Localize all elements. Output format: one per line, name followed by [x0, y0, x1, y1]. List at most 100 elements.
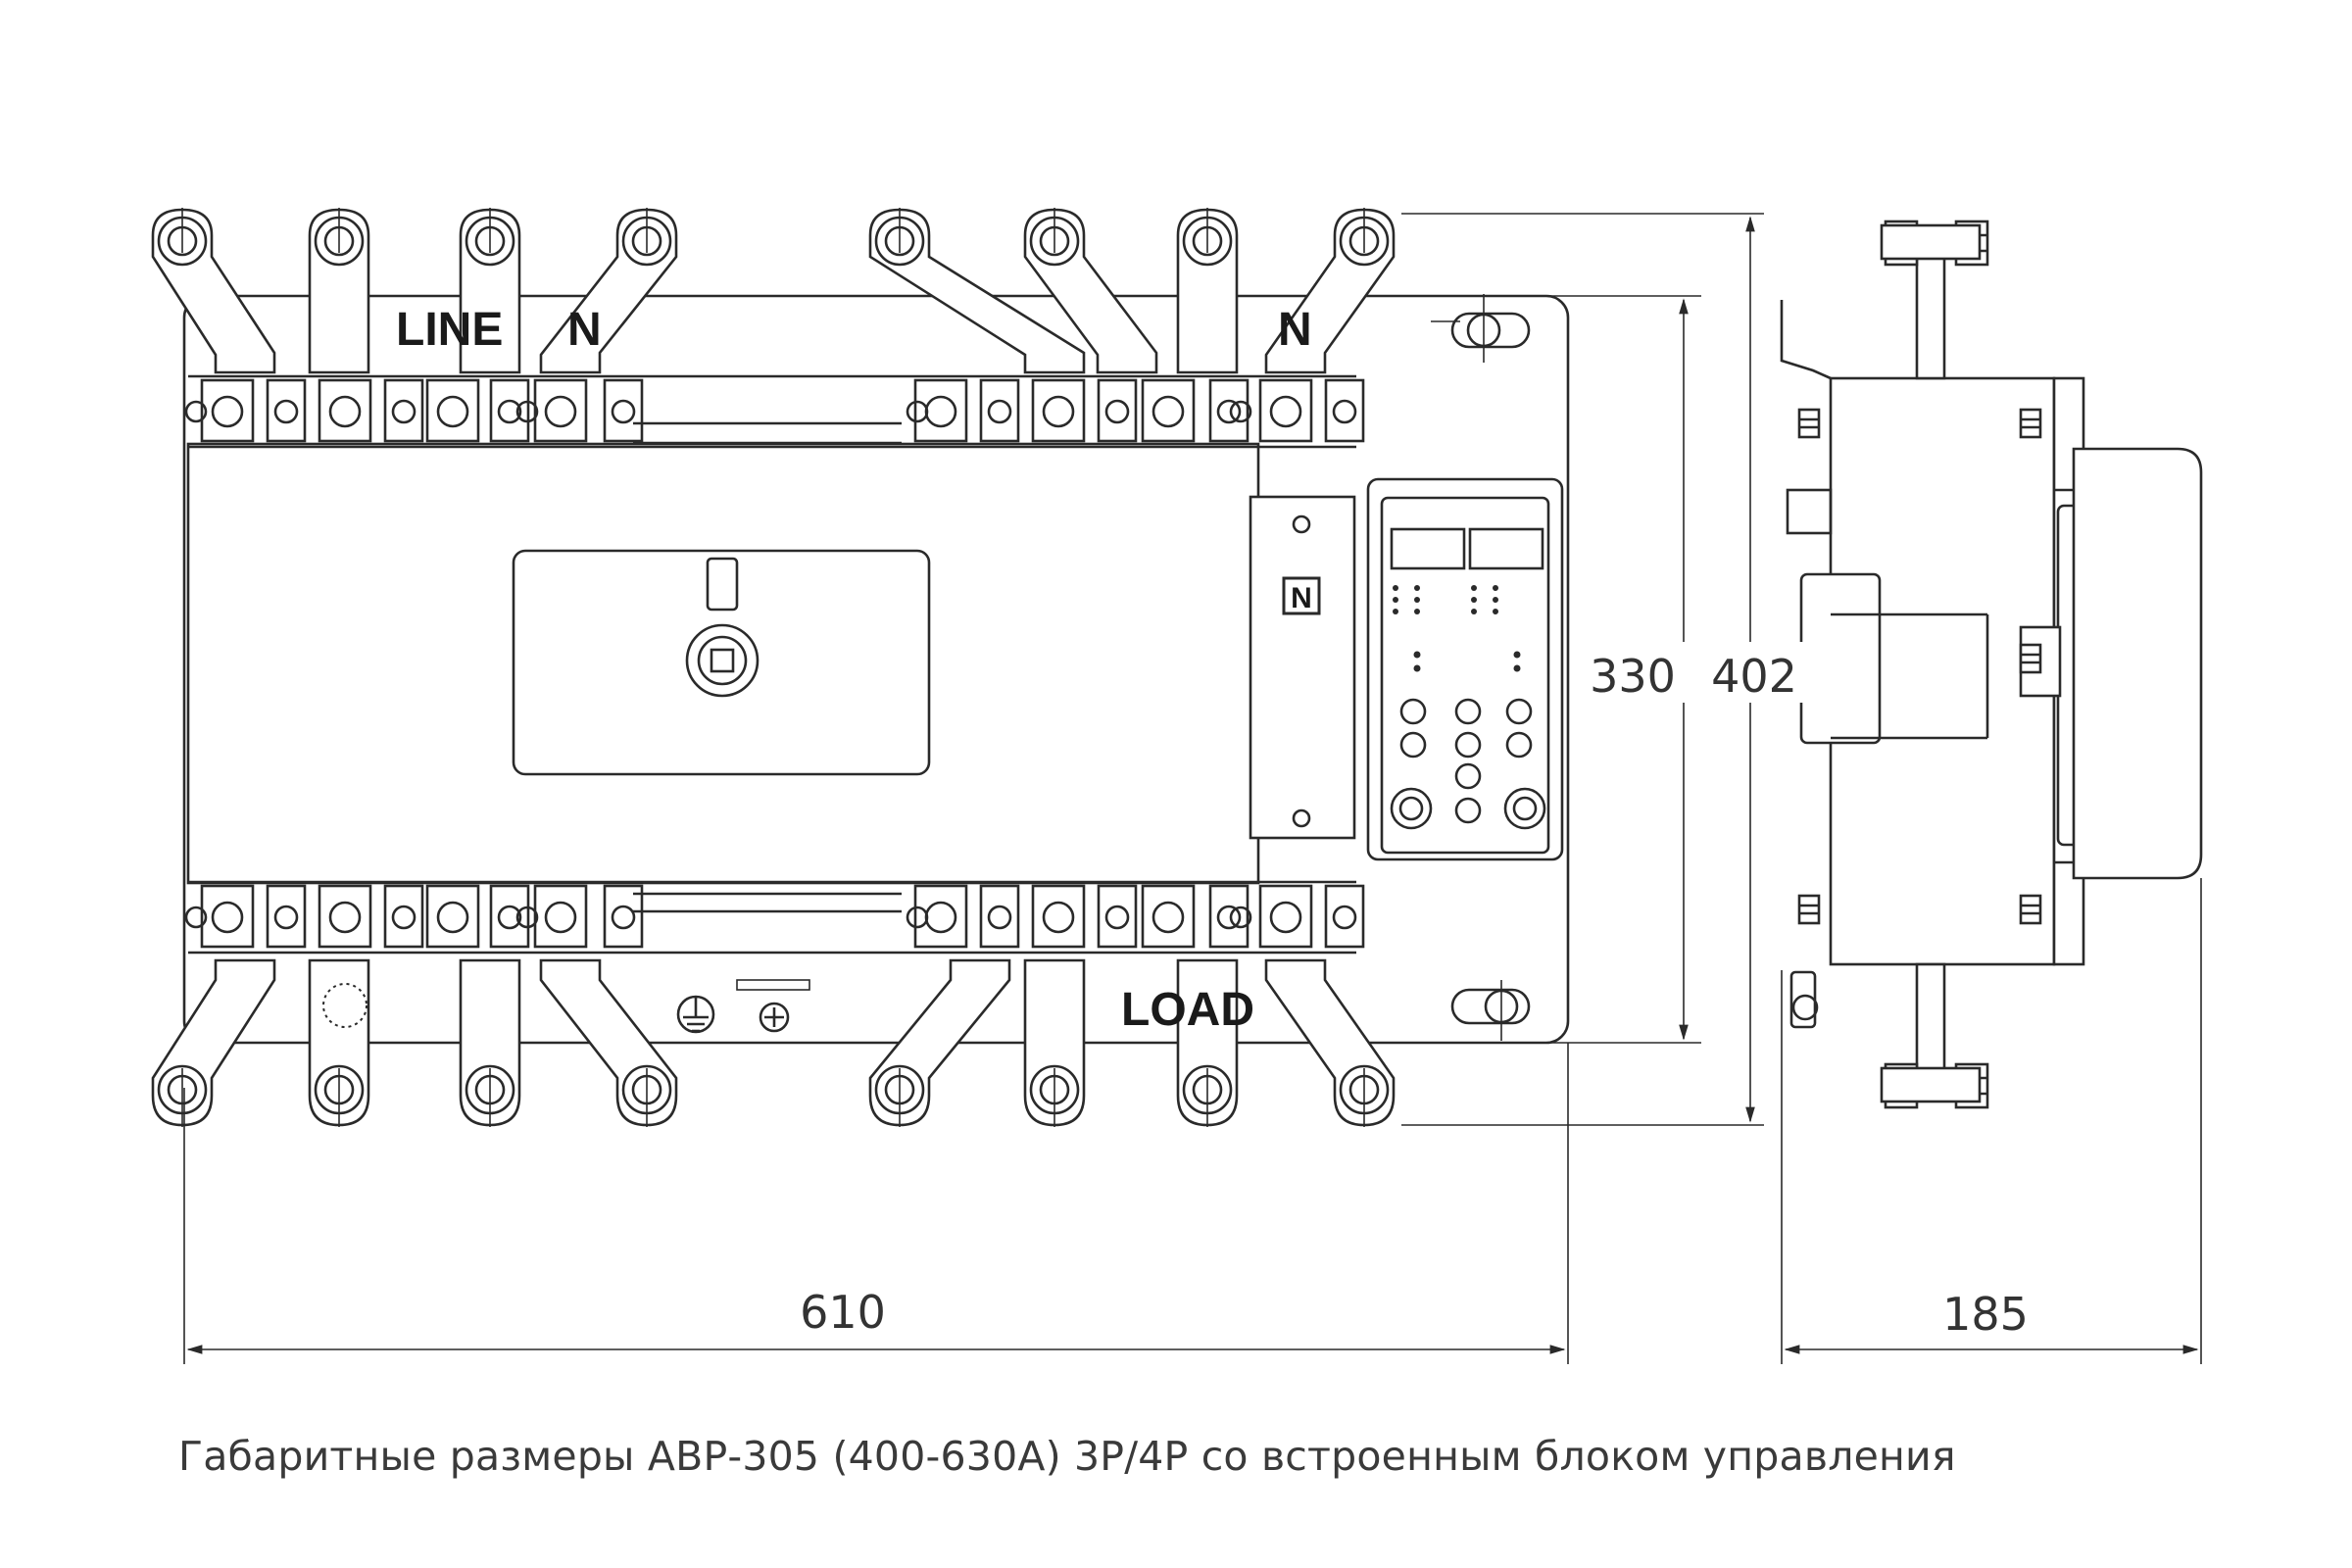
terminal-block — [603, 378, 644, 443]
side-bolt-icon — [2019, 643, 2042, 674]
led-icon — [1393, 597, 1398, 603]
busbar-top — [459, 208, 521, 374]
terminal-block — [489, 378, 530, 443]
led-icon — [1413, 664, 1421, 672]
terminal-block — [318, 378, 372, 443]
handle-socket-icon — [685, 623, 760, 698]
terminal-block — [1141, 884, 1196, 949]
terminal-block — [533, 378, 588, 443]
led-icon — [1414, 609, 1420, 614]
side-bolt-icon — [1797, 408, 1821, 439]
position-indicator — [706, 557, 739, 612]
led-icon — [1493, 597, 1498, 603]
busbar-bottom — [868, 958, 1011, 1127]
neutral-panel — [1249, 495, 1356, 840]
terminal-block — [383, 884, 424, 949]
figure-caption: Габаритные размеры АВР-305 (400-630А) 3P… — [178, 1433, 1956, 1480]
dimension-height-inner: 330 — [1590, 650, 1676, 703]
terminal-block — [1258, 378, 1313, 443]
terminal-block — [266, 884, 307, 949]
busbars — [151, 208, 1396, 1127]
terminal-block — [1097, 884, 1138, 949]
screw-icon — [515, 400, 539, 423]
terminal-block — [1208, 884, 1250, 949]
led-icon — [1493, 609, 1498, 614]
neutral-badge — [1282, 576, 1321, 615]
screw-icon — [906, 400, 929, 423]
busbar-top — [1264, 208, 1396, 374]
dimension-lines — [183, 213, 2202, 1364]
busbar-top — [1023, 208, 1158, 374]
terminal-block — [913, 884, 968, 949]
keyhole-top-icon — [1431, 294, 1531, 363]
neutral-badge-label: N — [1291, 582, 1312, 614]
led-icon — [1513, 651, 1521, 659]
busbar-top — [151, 208, 276, 374]
busbar-bottom — [459, 958, 521, 1127]
side-bolt-icon — [1797, 894, 1821, 925]
terminal-block — [489, 884, 530, 949]
display-left — [1390, 527, 1466, 570]
switch-body — [186, 442, 1260, 885]
label-line: LINE — [396, 304, 503, 356]
led-icon — [1471, 585, 1477, 591]
led-icon — [1513, 664, 1521, 672]
ground-screw-icon — [759, 1002, 790, 1033]
terminal-block — [913, 378, 968, 443]
terminal-block — [1141, 378, 1196, 443]
label-load: LOAD — [1121, 984, 1254, 1036]
reference-circle-icon — [322, 983, 368, 1028]
busbar-bottom — [1023, 958, 1086, 1127]
busbar-top — [868, 208, 1086, 374]
terminal-block — [318, 884, 372, 949]
led-icon — [1393, 609, 1398, 614]
terminal-block — [1258, 884, 1313, 949]
terminal-block — [979, 378, 1020, 443]
busbar-bottom — [539, 958, 678, 1127]
control-unit — [1366, 477, 1564, 861]
screw-icon — [515, 906, 539, 929]
screw-icon — [184, 400, 208, 423]
busbar-top — [308, 208, 370, 374]
side-bolt-icon — [2019, 894, 2042, 925]
busbar-bottom — [1264, 958, 1396, 1127]
terminal-block — [425, 884, 480, 949]
bottom-terminal-strip — [184, 880, 1365, 955]
ground-icon — [676, 995, 715, 1034]
side-view — [1780, 220, 2203, 1109]
screw-icon — [1229, 906, 1252, 929]
handle-window — [512, 549, 931, 776]
screw-icon — [906, 906, 929, 929]
led-icon — [1493, 585, 1498, 591]
busbar-top — [539, 208, 678, 374]
keyhole-bottom-icon — [1450, 980, 1531, 1041]
terminal-block — [979, 884, 1020, 949]
terminal-block — [425, 378, 480, 443]
terminal-block — [1097, 378, 1138, 443]
dimension-height-outer: 402 — [1711, 650, 1797, 703]
busbar-top — [1176, 208, 1239, 374]
label-n-source-1: N — [567, 304, 602, 356]
led-icon — [1471, 609, 1477, 614]
terminal-block — [1324, 884, 1365, 949]
knob-left-icon — [1390, 787, 1433, 830]
terminal-block — [533, 884, 588, 949]
top-terminal-strip — [184, 374, 1365, 449]
terminal-block — [1208, 378, 1250, 443]
terminal-block — [200, 378, 255, 443]
busbar-bottom — [1176, 958, 1239, 1127]
terminal-block — [1031, 378, 1086, 443]
dimension-depth-side: 185 — [1942, 1288, 2029, 1341]
busbar-bottom — [308, 958, 370, 1127]
led-icon — [1414, 597, 1420, 603]
knob-right-icon — [1503, 787, 1546, 830]
terminal-block — [383, 378, 424, 443]
label-n-source-2: N — [1278, 304, 1312, 356]
led-icon — [1414, 585, 1420, 591]
screw-icon — [1229, 400, 1252, 423]
terminal-block — [603, 884, 644, 949]
screw-icon — [184, 906, 208, 929]
display-right — [1468, 527, 1544, 570]
dimension-width-front: 610 — [800, 1286, 886, 1339]
